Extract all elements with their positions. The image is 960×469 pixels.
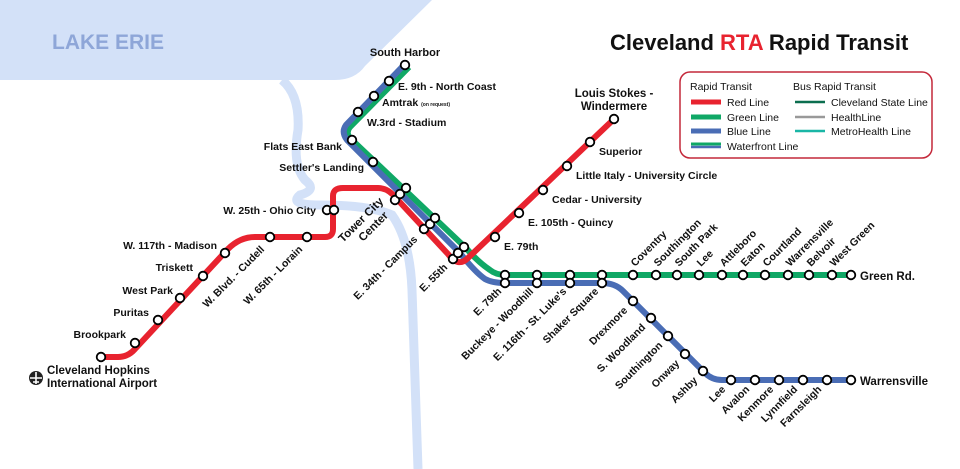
settlers-label: Settler's Landing	[279, 162, 364, 174]
e55-label: E. 55th	[417, 262, 450, 295]
legend-waterfront: Waterfront Line	[727, 141, 799, 153]
station-green-rd[interactable]	[845, 269, 857, 281]
station-green[interactable]	[782, 269, 794, 281]
legend-green: Green Line	[727, 112, 779, 124]
station-label: West Park	[122, 285, 173, 297]
station-blue[interactable]	[645, 312, 657, 324]
station-label: W. Blvd. - Cudell	[200, 244, 267, 311]
station-waterfront[interactable]	[383, 75, 395, 87]
station-blue[interactable]	[797, 374, 809, 386]
station-red-west[interactable]	[152, 314, 164, 326]
station-label: W. 117th - Madison	[123, 240, 217, 252]
airport-label-2: International Airport	[47, 378, 157, 390]
station-red-west[interactable]	[219, 247, 231, 259]
station-blue[interactable]	[749, 374, 761, 386]
station-blue[interactable]	[697, 365, 709, 377]
station-red-west[interactable]	[264, 231, 276, 243]
station-waterfront[interactable]	[346, 134, 358, 146]
lake-erie	[0, 0, 432, 80]
station-core[interactable]	[394, 188, 406, 200]
station-core[interactable]	[429, 212, 441, 224]
station-label: E. 105th - Quincy	[528, 217, 613, 229]
station-w25[interactable]	[328, 204, 340, 216]
station-red-west[interactable]	[197, 270, 209, 282]
station-blue[interactable]	[821, 374, 833, 386]
station-label: Superior	[599, 146, 642, 158]
louis-stokes-label-2: Windermere	[581, 101, 647, 113]
station-airport[interactable]	[95, 351, 107, 363]
station-label: Puritas	[113, 307, 149, 319]
station-green[interactable]	[826, 269, 838, 281]
station-red-east[interactable]	[537, 184, 549, 196]
station-green[interactable]	[650, 269, 662, 281]
station-green[interactable]	[671, 269, 683, 281]
station-core[interactable]	[452, 247, 464, 259]
station-green[interactable]	[759, 269, 771, 281]
station-label: Little Italy - University Circle	[576, 170, 717, 182]
station-shared-blue[interactable]	[596, 277, 608, 289]
station-red-west[interactable]	[301, 231, 313, 243]
station-label: E. 79th	[504, 241, 538, 253]
legend-blue: Blue Line	[727, 126, 771, 138]
green-rd-label: Green Rd.	[860, 271, 915, 283]
station-blue[interactable]	[679, 348, 691, 360]
airplane-glyph	[30, 372, 42, 384]
station-label: Onway	[649, 358, 682, 391]
airport-label: Cleveland Hopkins International Airport	[29, 365, 157, 390]
legend-metro: MetroHealth Line	[831, 126, 911, 138]
cuyahoga-river	[278, 76, 423, 469]
flats-label: Flats East Bank	[264, 141, 342, 153]
legend: Rapid Transit Bus Rapid Transit Red Line…	[679, 71, 933, 159]
amtrak-label: Amtrak (on request)	[382, 97, 450, 109]
station-green[interactable]	[627, 269, 639, 281]
green-line	[344, 64, 851, 278]
station-waterfront[interactable]	[367, 156, 379, 168]
station-blue[interactable]	[773, 374, 785, 386]
station-label: Triskett	[156, 262, 194, 274]
map-title: Cleveland RTA Rapid Transit	[610, 30, 909, 55]
station-core[interactable]	[458, 241, 470, 253]
station-shared-blue[interactable]	[564, 277, 576, 289]
station-waterfront[interactable]	[352, 106, 364, 118]
legend-red: Red Line	[727, 97, 769, 109]
station-blue[interactable]	[662, 330, 674, 342]
station-louis-stokes[interactable]	[608, 113, 620, 125]
legend-health: HealthLine	[831, 112, 881, 124]
legend-csl: Cleveland State Line	[831, 97, 928, 109]
station-red-east[interactable]	[513, 207, 525, 219]
legend-rapid-heading: Rapid Transit	[690, 81, 752, 93]
station-label: Cedar - University	[552, 194, 642, 206]
station-red-east[interactable]	[584, 136, 596, 148]
station-green[interactable]	[803, 269, 815, 281]
station-core[interactable]	[400, 182, 412, 194]
station-blue[interactable]	[627, 295, 639, 307]
station-label: Brookpark	[73, 329, 126, 341]
station-red-west[interactable]	[174, 292, 186, 304]
station-red-east[interactable]	[489, 231, 501, 243]
station-blue[interactable]	[725, 374, 737, 386]
louis-stokes-label-1: Louis Stokes -	[575, 88, 654, 100]
station-label: W. 25th - Ohio City	[223, 205, 316, 217]
station-red-west[interactable]	[129, 337, 141, 349]
station-red-east[interactable]	[561, 160, 573, 172]
w3-label: W.3rd - Stadium	[367, 117, 446, 129]
station-green[interactable]	[737, 269, 749, 281]
south-harbor-label: South Harbor	[370, 47, 441, 59]
legend-bus-heading: Bus Rapid Transit	[793, 81, 876, 93]
warrensville-label: Warrensville	[860, 376, 928, 388]
station-waterfront[interactable]	[368, 90, 380, 102]
station-green[interactable]	[693, 269, 705, 281]
station-green[interactable]	[716, 269, 728, 281]
lake-label: LAKE ERIE	[52, 31, 164, 54]
airport-label-1: Cleveland Hopkins	[47, 365, 150, 377]
stations	[95, 59, 857, 386]
station-warrensville[interactable]	[845, 374, 857, 386]
station-waterfront[interactable]	[399, 59, 411, 71]
station-shared-blue[interactable]	[531, 277, 543, 289]
station-label: Ashby	[669, 375, 700, 406]
station-shared-blue[interactable]	[499, 277, 511, 289]
e9-label: E. 9th - North Coast	[398, 81, 497, 93]
